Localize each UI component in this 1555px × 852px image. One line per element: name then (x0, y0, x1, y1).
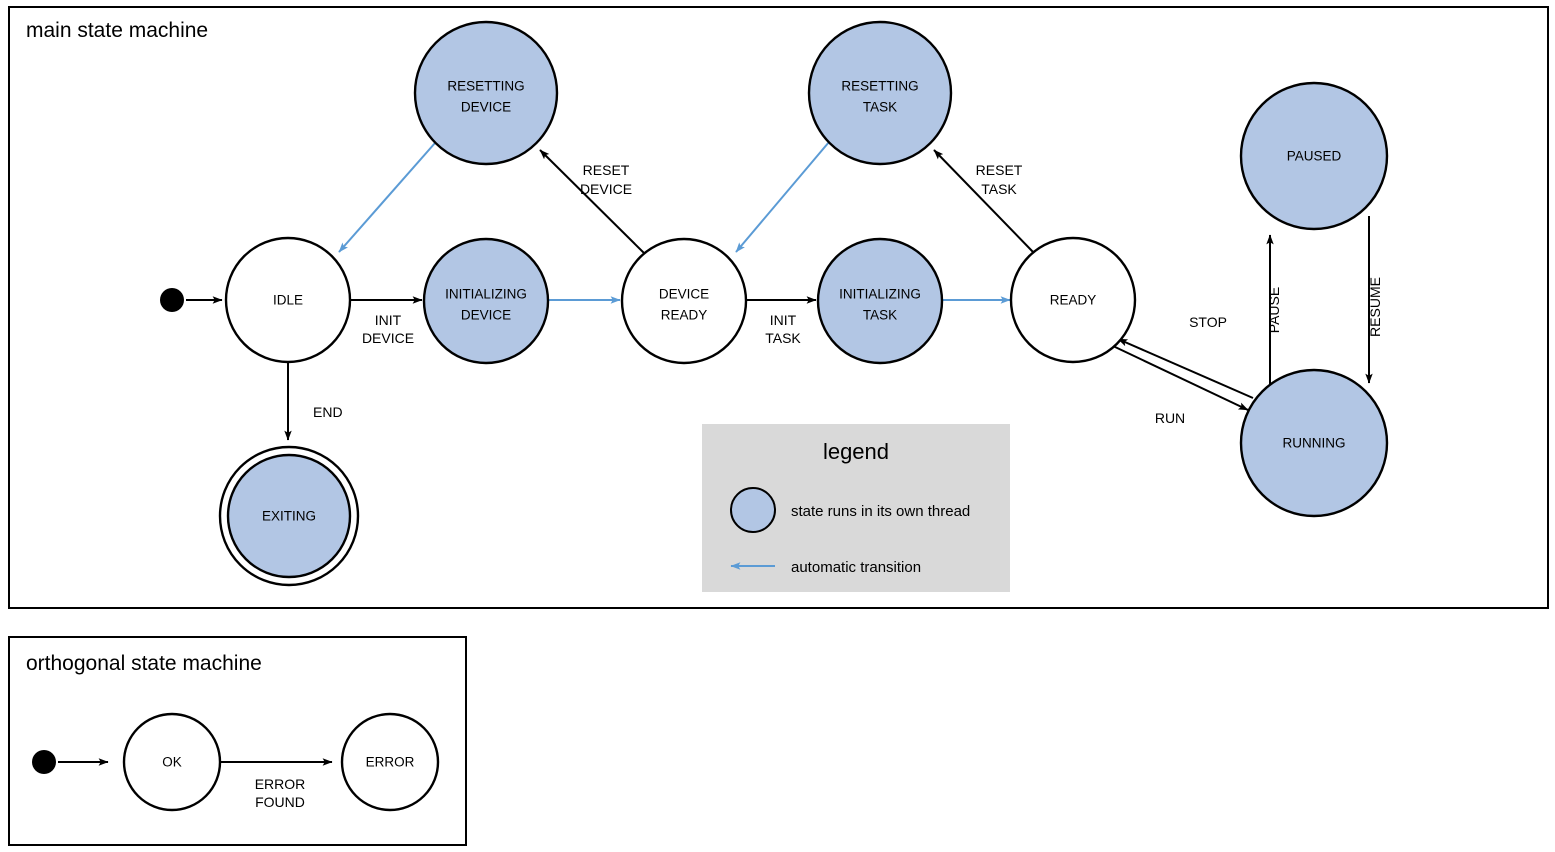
state-label-resetting-task-line2: TASK (863, 100, 897, 115)
state-node-resetting-task[interactable] (807, 20, 953, 166)
edge-label-reset-task-line1: RESET (976, 162, 1023, 178)
edge-label-reset-task-line2: TASK (981, 181, 1017, 197)
state-label-device-ready-line1: DEVICE (659, 287, 709, 302)
state-label-idle: IDLE (273, 293, 303, 308)
edge-label-stop: STOP (1189, 314, 1227, 330)
edge-label-init-task-line2: TASK (765, 330, 801, 346)
edge-label-error-found-line1: ERROR (255, 776, 306, 792)
state-node-running[interactable] (1239, 368, 1389, 518)
edge-label-resume: RESUME (1367, 277, 1383, 337)
state-node-paused[interactable] (1239, 81, 1389, 231)
edge-ready-to-running (1112, 345, 1249, 411)
main-state-machine-frame (8, 6, 1549, 609)
edge-device-ready-to-resetting-device (539, 149, 646, 255)
state-node-ready[interactable] (1009, 236, 1137, 364)
state-label-initializing-task-line1: INITIALIZING (839, 287, 921, 302)
state-node-initializing-task[interactable] (816, 237, 944, 365)
initial-state-dot-main (160, 288, 184, 312)
state-label-error: ERROR (366, 755, 415, 770)
state-node-resetting-device[interactable] (413, 20, 559, 166)
state-label-device-ready-line2: READY (661, 308, 708, 323)
edge-label-reset-device-line2: DEVICE (580, 181, 632, 197)
state-label-running: RUNNING (1283, 436, 1346, 451)
edge-label-init-device-line2: DEVICE (362, 330, 414, 346)
legend-title: legend (823, 439, 889, 464)
edge-running-to-ready (1117, 338, 1254, 399)
edge-label-pause: PAUSE (1266, 287, 1282, 333)
initial-state-dot-orthogonal (32, 750, 56, 774)
state-label-initializing-device-line2: DEVICE (461, 308, 511, 323)
state-label-exiting: EXITING (262, 509, 316, 524)
orthogonal-state-machine-frame (8, 636, 467, 846)
state-label-paused: PAUSED (1287, 149, 1342, 164)
main-frame-title: main state machine (26, 19, 208, 42)
edge-label-run: RUN (1155, 410, 1185, 426)
state-label-initializing-device-line1: INITIALIZING (445, 287, 527, 302)
state-node-error[interactable] (340, 712, 440, 812)
legend-threaded-state-text: state runs in its own thread (791, 503, 970, 520)
state-node-device-ready[interactable] (620, 237, 748, 365)
edge-resetting-device-to-idle (338, 142, 436, 253)
state-node-ok[interactable] (122, 712, 222, 812)
edge-label-error-found-line2: FOUND (255, 794, 305, 810)
final-state-outer-ring-exiting (218, 445, 360, 587)
state-label-initializing-task-line2: TASK (863, 308, 897, 323)
edge-label-reset-device-line1: RESET (583, 162, 630, 178)
edge-label-end: END (313, 404, 343, 420)
state-node-initializing-device[interactable] (422, 237, 550, 365)
state-node-exiting[interactable] (226, 453, 352, 579)
state-label-resetting-device-line2: DEVICE (461, 100, 511, 115)
edge-label-init-device-line1: INIT (375, 312, 402, 328)
state-node-idle[interactable] (224, 236, 352, 364)
legend-auto-transition-text: automatic transition (791, 559, 921, 576)
edge-ready-to-resetting-task (933, 149, 1035, 254)
orthogonal-frame-title: orthogonal state machine (26, 652, 262, 675)
state-label-resetting-task-line1: RESETTING (841, 79, 918, 94)
state-label-ready: READY (1050, 293, 1097, 308)
state-label-ok: OK (162, 755, 182, 770)
edge-resetting-task-to-device-ready (735, 141, 830, 253)
legend-threaded-state-swatch (730, 487, 776, 533)
state-label-resetting-device-line1: RESETTING (447, 79, 524, 94)
edge-label-init-task-line1: INIT (770, 312, 797, 328)
